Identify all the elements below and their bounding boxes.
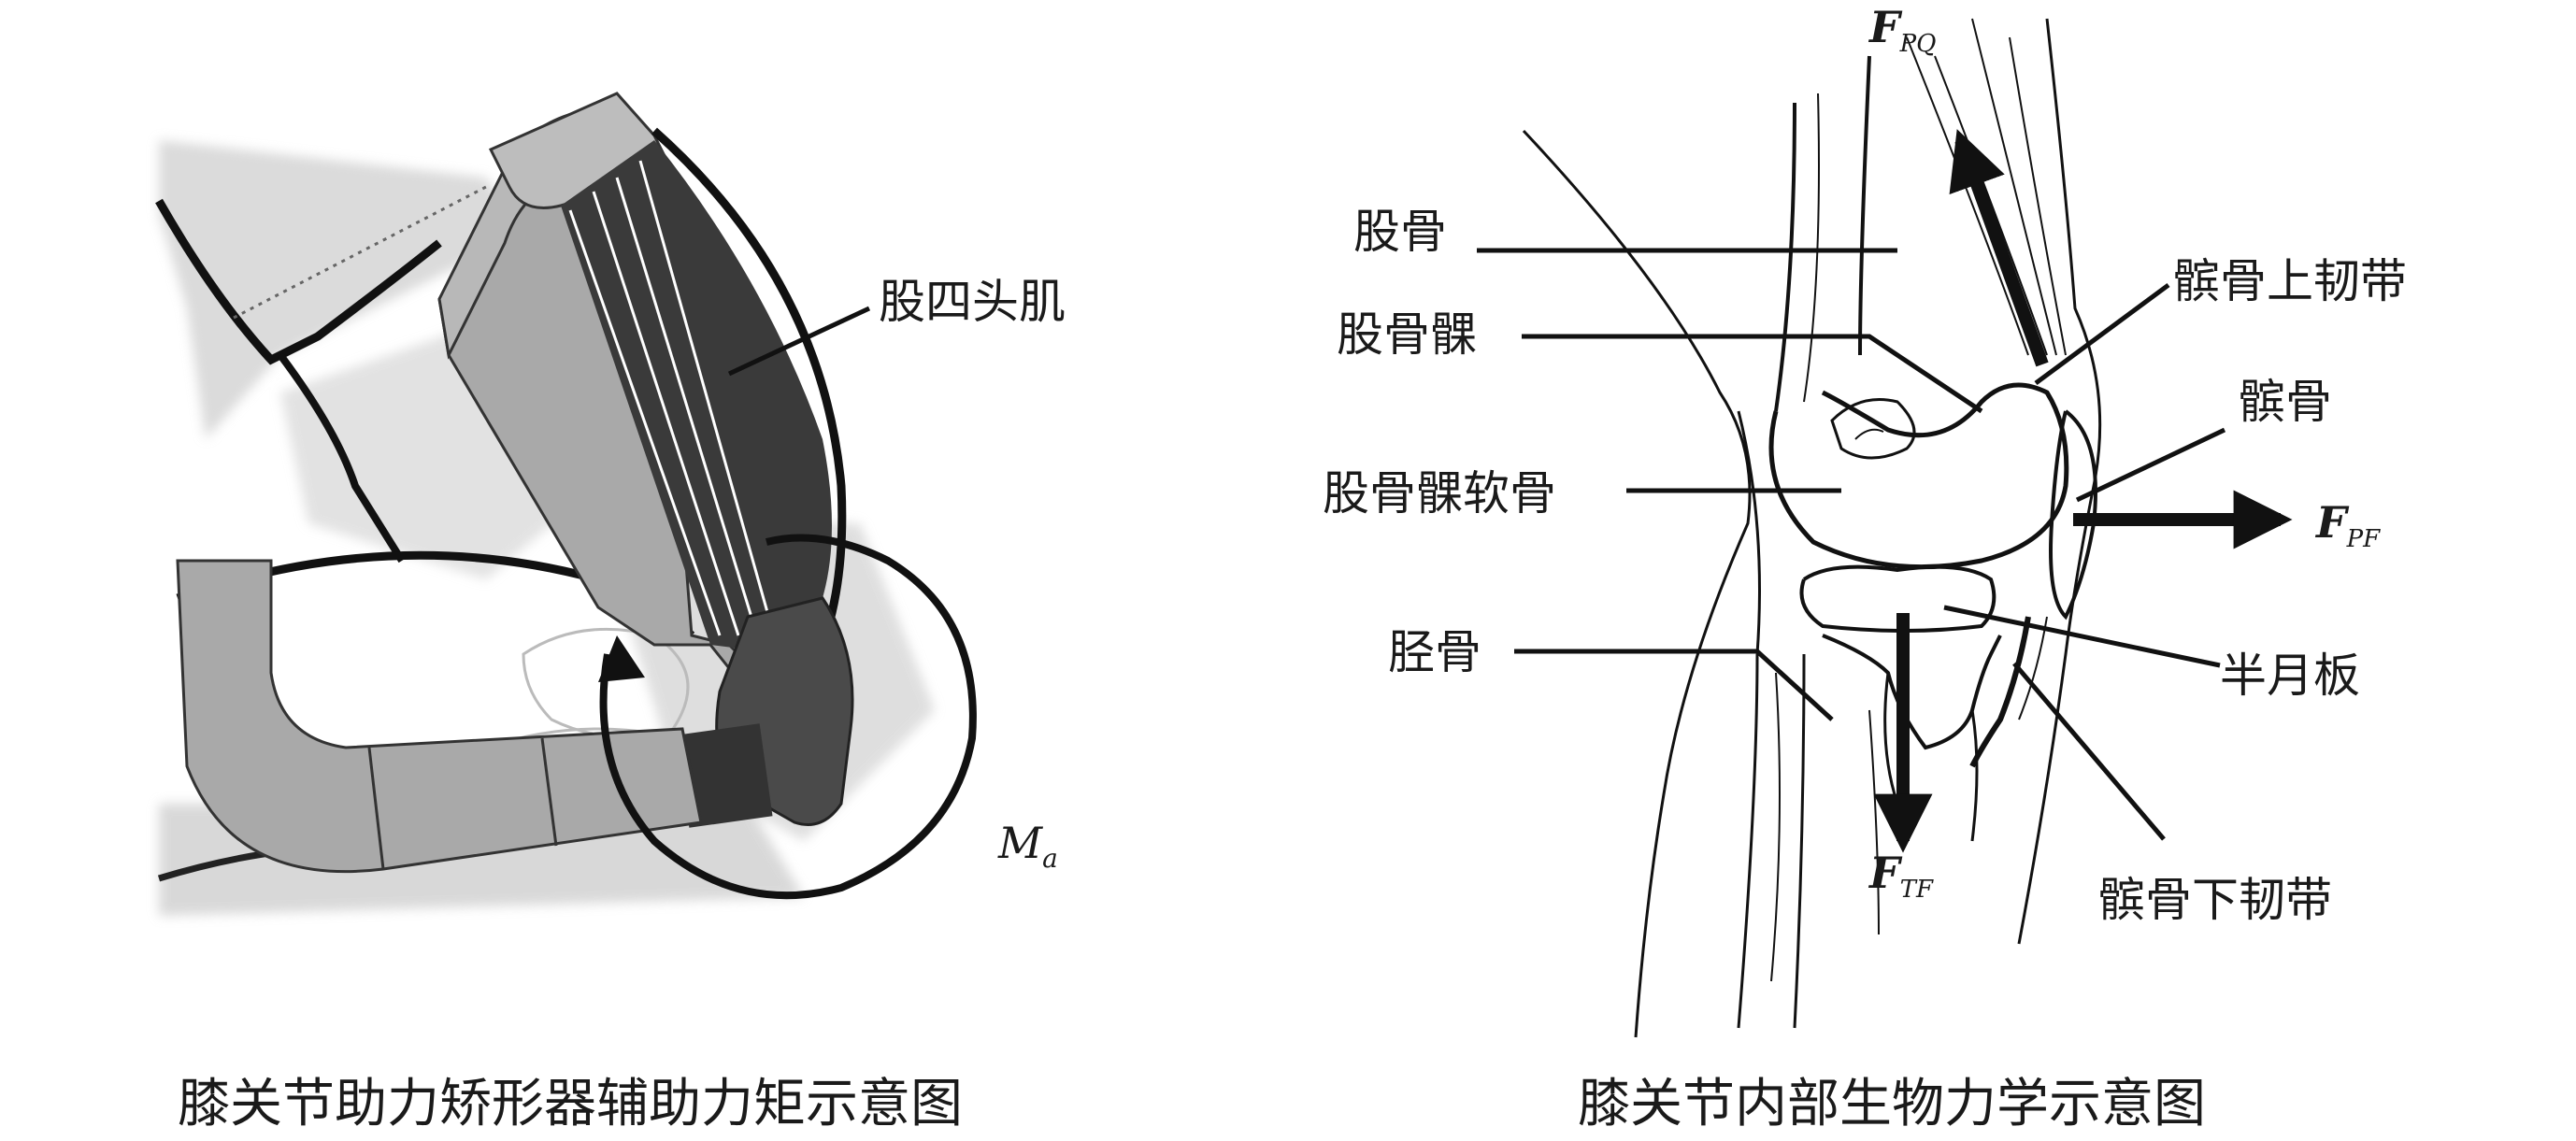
moment-symbol: M xyxy=(997,818,1044,868)
moment-subscript: a xyxy=(1042,843,1058,874)
tibia-leader-line xyxy=(1514,649,1834,721)
assist-moment-arrowhead xyxy=(598,635,645,682)
force-pq-symbol: F xyxy=(1868,2,1903,52)
force-pf-subscript: PF xyxy=(2346,525,2381,553)
brace-outer-rim xyxy=(651,127,847,647)
tibia-bone xyxy=(1822,634,2002,750)
meniscus-leader-line xyxy=(1943,605,2221,668)
patella-bone xyxy=(2049,409,2097,620)
skin-outline-back xyxy=(1522,129,1752,1038)
moment-label: Ma xyxy=(997,818,1058,874)
assist-moment-arc xyxy=(599,534,977,900)
left-caption: 膝关节助力矫形器辅助力矩示意图 xyxy=(178,1074,963,1134)
femoral-condyle xyxy=(1768,382,2069,570)
quadriceps-tendon xyxy=(1906,18,2067,356)
dotted-line xyxy=(233,185,487,320)
force-arrow-pq xyxy=(1949,129,2049,367)
quadriceps-leader-line xyxy=(727,306,871,377)
patellar-ligament-label: 髌骨下韧带 xyxy=(2098,873,2332,927)
force-tf-symbol: F xyxy=(1868,848,1903,898)
femoral-condyle-label: 股骨髁 xyxy=(1337,307,1477,362)
quadriceps-label: 股四头肌 xyxy=(879,275,1066,329)
tibia-label: 胫骨 xyxy=(1388,625,1481,679)
quadriceps-muscle xyxy=(561,140,832,654)
hinge-link xyxy=(676,723,773,828)
suprapatellar-ligament-leader-line xyxy=(2034,282,2170,386)
femur-shaft xyxy=(1774,55,1871,412)
skin-outline-front xyxy=(2017,18,2102,945)
patella-leader-line xyxy=(2075,427,2226,503)
meniscus-label: 半月板 xyxy=(2220,649,2360,703)
force-pf-label: FPF xyxy=(2314,497,2381,553)
force-pq-subscript: PQ xyxy=(1899,30,1937,58)
orthosis-diagram xyxy=(155,92,977,916)
lower-brace-arm xyxy=(176,559,703,874)
patellar-ligament-tissue xyxy=(1969,616,2031,768)
knee-anatomy-diagram xyxy=(1522,18,2102,1038)
thigh-outline-stroke xyxy=(155,198,442,365)
force-tf-label: FTF xyxy=(1868,848,1934,904)
patella-label: 髌骨 xyxy=(2239,375,2332,429)
tibia-shaft xyxy=(1737,653,1806,1029)
femur-label: 股骨 xyxy=(1353,205,1447,259)
leader-lines xyxy=(1477,248,2226,841)
patellar-ligament-leader-line xyxy=(2012,662,2166,841)
force-pf-symbol: F xyxy=(2314,497,2350,548)
thigh-outline-stroke-2 xyxy=(277,352,406,563)
condyle-cartilage-area xyxy=(1830,398,1916,460)
femoral-condyle-leader-line xyxy=(1522,334,1983,414)
force-pq-label: FPQ xyxy=(1868,2,1936,58)
muscle-fibers xyxy=(568,160,776,636)
force-tf-subscript: TF xyxy=(1900,876,1934,904)
condyle-cartilage-label: 股骨髁软骨 xyxy=(1323,466,1556,521)
suprapatellar-ligament-label: 髌骨上韧带 xyxy=(2173,254,2407,308)
knee-sketch xyxy=(522,627,690,738)
meniscus-shape xyxy=(1799,564,1996,633)
right-caption: 膝关节内部生物力学示意图 xyxy=(1578,1074,2206,1134)
